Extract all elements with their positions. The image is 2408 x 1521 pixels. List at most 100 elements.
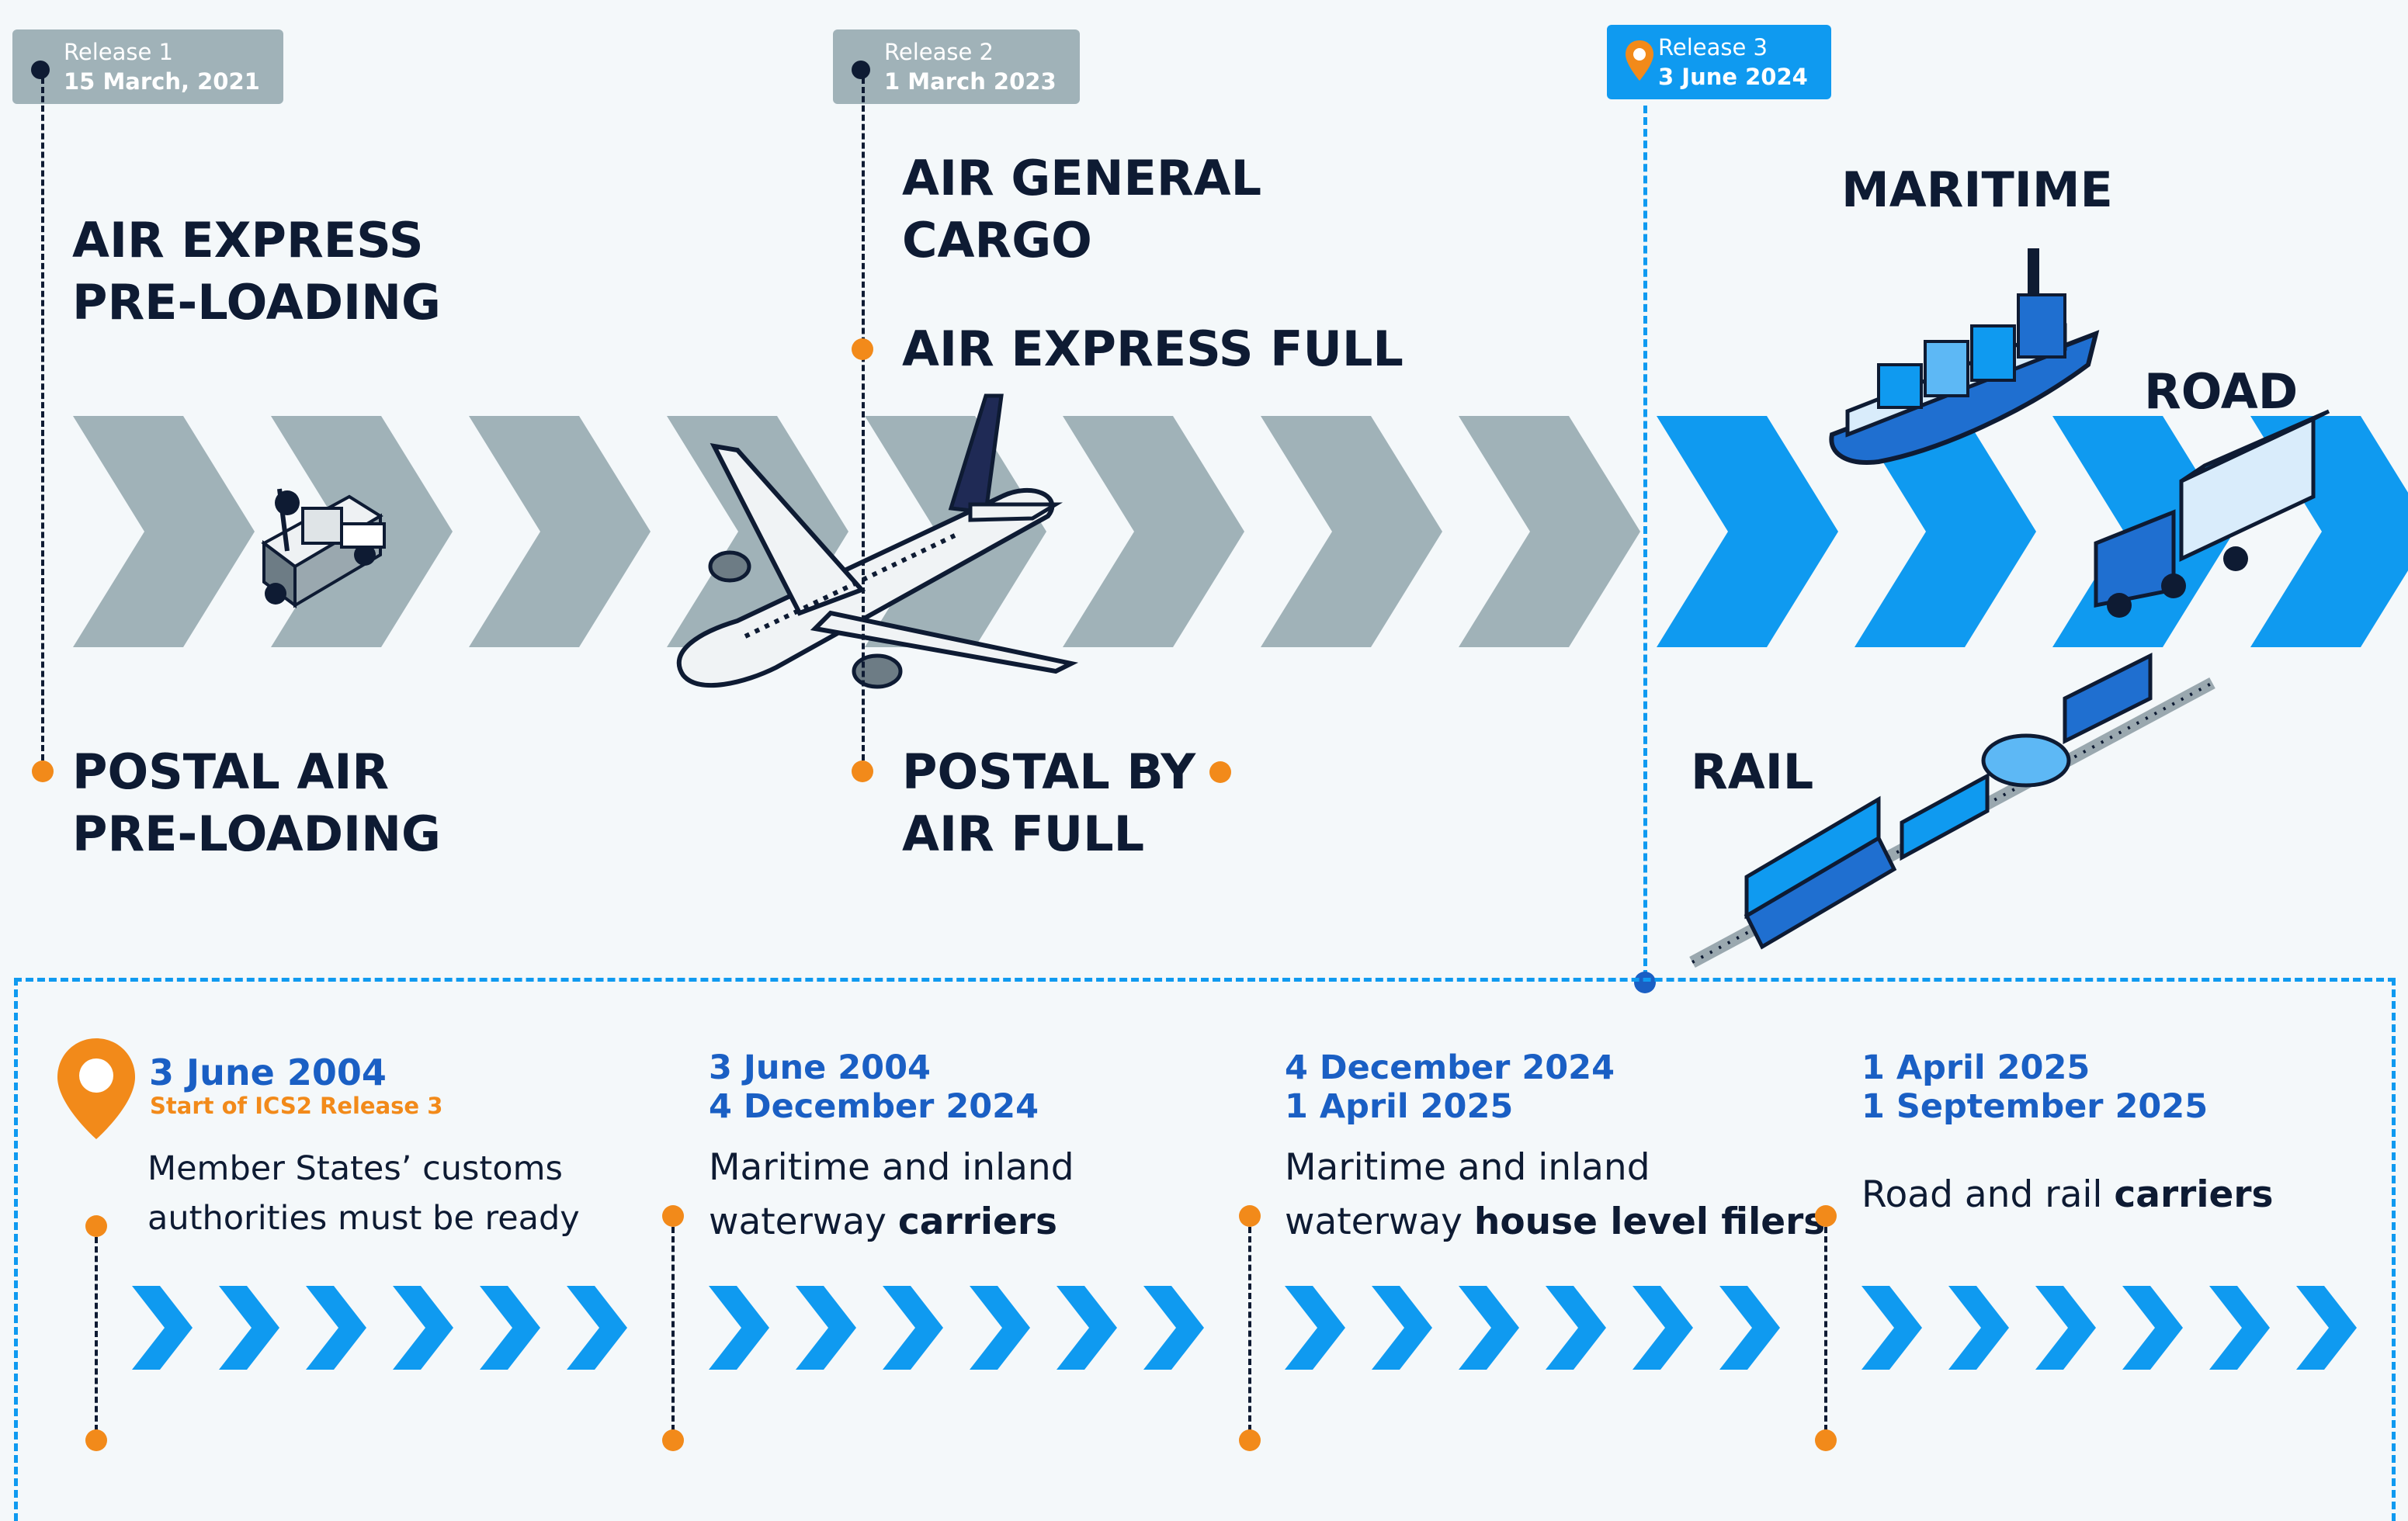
- small-chevron: [2122, 1286, 2183, 1370]
- phase-1-top-dot: [85, 1215, 107, 1237]
- truck-icon: [2094, 409, 2330, 618]
- big-chevron: [1063, 416, 1244, 647]
- phase-2-description: Maritime and inland waterway carriers: [709, 1141, 1074, 1249]
- phase-4-date-start: 1 April 2025: [1862, 1048, 2091, 1087]
- small-chevron: [709, 1286, 769, 1370]
- small-chevron: [1948, 1286, 2009, 1370]
- schedule-panel: [14, 978, 2396, 1521]
- small-chevron: [796, 1286, 856, 1370]
- phase-4-divider: [1824, 1227, 1827, 1431]
- release-3-tag: Release 3 3 June 2024: [1607, 25, 1831, 99]
- category-line: AIR GENERAL: [902, 150, 1262, 206]
- release-2-mid-dot: [852, 338, 873, 360]
- release-3-label: Release 3: [1658, 34, 1768, 61]
- phase-3-top-dot: [1239, 1205, 1261, 1227]
- air-express-pre-loading-label: AIR EXPRESS PRE-LOADING: [72, 210, 441, 334]
- big-chevron: [469, 416, 651, 647]
- big-chevron: [73, 416, 255, 647]
- phase-2-date-start: 3 June 2004: [709, 1048, 931, 1087]
- small-chevron: [1633, 1286, 1693, 1370]
- category-line: CARGO: [902, 212, 1092, 269]
- release-1-tag: Release 1 15 March, 2021: [12, 29, 283, 104]
- phase-2-top-dot: [662, 1205, 684, 1227]
- small-chevron: [567, 1286, 627, 1370]
- ship-icon: [1829, 248, 2100, 465]
- small-chevron: [1372, 1286, 1432, 1370]
- category-line: PRE-LOADING: [72, 806, 441, 862]
- description-emphasis: carriers: [2114, 1173, 2274, 1216]
- big-chevron: [1657, 416, 1838, 647]
- small-chevron: [1546, 1286, 1606, 1370]
- small-chevron: [970, 1286, 1030, 1370]
- release-2-tag: Release 2 1 March 2023: [833, 29, 1080, 104]
- air-express-full-label: AIR EXPRESS FULL: [902, 320, 1404, 377]
- release-2-line: [862, 78, 865, 760]
- phase-3-description: Maritime and inland waterway house level…: [1285, 1141, 1825, 1249]
- category-line: AIR FULL: [902, 806, 1145, 862]
- phase-3-divider: [1248, 1227, 1251, 1431]
- small-chevron: [1143, 1286, 1204, 1370]
- small-chevron: [2209, 1286, 2270, 1370]
- big-chevron: [1459, 416, 1640, 647]
- phase-1-divider: [95, 1237, 98, 1431]
- release-2-marker-icon: [852, 61, 870, 79]
- release-1-marker-icon: [31, 61, 50, 79]
- release-1-date: 15 March, 2021: [64, 68, 260, 95]
- location-pin-icon: [1626, 40, 1653, 81]
- description-emphasis: carriers: [897, 1201, 1057, 1243]
- description-text: waterway: [1285, 1201, 1474, 1243]
- description-emphasis: house level filers: [1473, 1201, 1826, 1243]
- phase-3-date-end: 1 April 2025: [1285, 1087, 1514, 1126]
- description-text: waterway: [709, 1201, 898, 1243]
- phase-1-bottom-dot: [85, 1429, 107, 1451]
- category-line: POSTAL AIR: [72, 743, 390, 800]
- small-chevron: [219, 1286, 279, 1370]
- small-chevron: [1285, 1286, 1345, 1370]
- release-1-line: [41, 78, 44, 760]
- phase-4-bottom-dot: [1815, 1429, 1837, 1451]
- small-chevron: [132, 1286, 193, 1370]
- release-3-date: 3 June 2024: [1658, 64, 1808, 90]
- small-chevron: [2296, 1286, 2357, 1370]
- description-line: waterway carriers: [709, 1195, 1074, 1249]
- category-line: PRE-LOADING: [72, 274, 441, 331]
- small-chevron: [1719, 1286, 1780, 1370]
- small-chevron: [306, 1286, 366, 1370]
- small-chevron: [2035, 1286, 2096, 1370]
- release-3-end-dot: [1634, 972, 1656, 993]
- release-2-date: 1 March 2023: [884, 68, 1057, 95]
- description-line: Maritime and inland: [1285, 1146, 1650, 1189]
- small-chevron: [1459, 1286, 1519, 1370]
- road-label: ROAD: [2144, 363, 2299, 420]
- phase-2-divider: [671, 1227, 675, 1431]
- maritime-label: MARITIME: [1841, 161, 2113, 218]
- forklift-icon: [261, 488, 386, 608]
- phase-2-date-end: 4 December 2024: [709, 1087, 1039, 1126]
- rail-label: RAIL: [1691, 743, 1814, 800]
- description-line: waterway house level filers: [1285, 1195, 1825, 1249]
- category-line: POSTAL BY: [902, 743, 1196, 800]
- phase-2-bottom-dot: [662, 1429, 684, 1451]
- description-line: Member States’ customs: [147, 1149, 563, 1188]
- train-icon: [1689, 652, 2215, 968]
- phase-4-top-dot: [1815, 1205, 1837, 1227]
- small-chevron: [883, 1286, 943, 1370]
- release-1-label: Release 1: [64, 39, 173, 65]
- phase-1-subtitle: Start of ICS2 Release 3: [150, 1093, 443, 1119]
- description-line: Maritime and inland: [709, 1146, 1074, 1189]
- phase-4-date-end: 1 September 2025: [1862, 1087, 2208, 1126]
- phase-4-description: Road and rail carriers: [1862, 1168, 2274, 1222]
- small-chevron: [480, 1286, 540, 1370]
- phase-3-date-start: 4 December 2024: [1285, 1048, 1615, 1087]
- air-general-cargo-label: AIR GENERAL CARGO: [902, 147, 1261, 272]
- phase-3-bottom-dot: [1239, 1429, 1261, 1451]
- release-2-label: Release 2: [884, 39, 994, 65]
- release-2-end-dot: [852, 760, 873, 782]
- postal-by-air-full-label: POSTAL BY AIR FULL: [902, 741, 1195, 865]
- small-chevron: [1862, 1286, 1922, 1370]
- postal-air-pre-loading-label: POSTAL AIR PRE-LOADING: [72, 741, 441, 865]
- big-chevron: [1855, 416, 2036, 647]
- airplane-icon: [676, 393, 1079, 689]
- description-line: authorities must be ready: [147, 1199, 580, 1238]
